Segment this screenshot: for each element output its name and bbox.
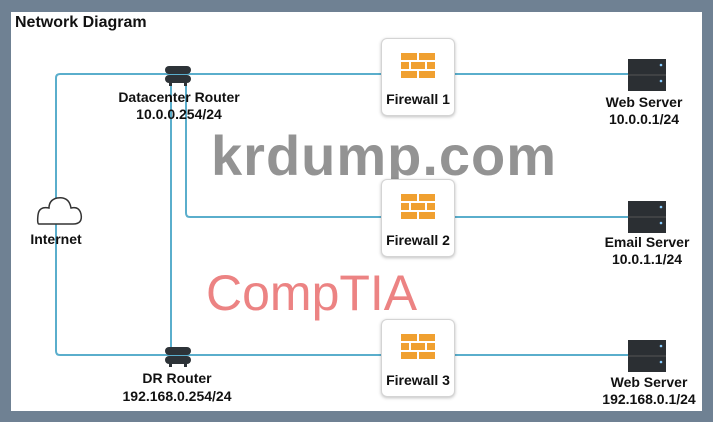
web-server-1-ip: 10.0.0.1/24: [608, 111, 680, 127]
cloud-icon: [36, 196, 83, 225]
dr-router-label: DR Router: [142, 370, 212, 386]
datacenter-router-ip: 10.0.0.254/24: [136, 106, 222, 122]
connection-lines: [36, 59, 666, 372]
datacenter-router-label: Datacenter Router: [118, 89, 240, 105]
web-server-2-label: Web Server: [610, 374, 688, 390]
firewall-2-label: Firewall 2: [386, 232, 450, 248]
dr-router-icon: [165, 347, 191, 367]
dr-router-ip: 192.168.0.254/24: [122, 388, 232, 404]
firewall-1[interactable]: Firewall 1: [381, 38, 455, 116]
server-icon: [628, 340, 666, 372]
server-icon: [628, 201, 666, 233]
email-server-label: Email Server: [604, 234, 690, 250]
brand-watermark: CompTIA: [206, 265, 418, 321]
datacenter-router-icon: [165, 66, 191, 86]
web-server-2-ip: 192.168.0.1/24: [602, 391, 696, 407]
firewall-icon: [401, 53, 435, 78]
firewall-3-label: Firewall 3: [386, 372, 450, 388]
diagram-title: Network Diagram: [15, 14, 147, 31]
firewall-icon: [401, 334, 435, 359]
server-icon: [628, 59, 666, 91]
internet-label: Internet: [30, 231, 82, 247]
network-diagram: Network Diagram: [11, 12, 702, 411]
email-server-ip: 10.0.1.1/24: [611, 251, 683, 267]
firewall-icon: [401, 194, 435, 219]
link-dc-firewall2: [185, 82, 381, 218]
firewall-1-label: Firewall 1: [386, 91, 450, 107]
site-watermark: krdump.com: [211, 124, 558, 187]
web-server-1-label: Web Server: [605, 94, 683, 110]
firewall-3[interactable]: Firewall 3: [381, 319, 455, 397]
firewall-2[interactable]: Firewall 2: [381, 179, 455, 257]
